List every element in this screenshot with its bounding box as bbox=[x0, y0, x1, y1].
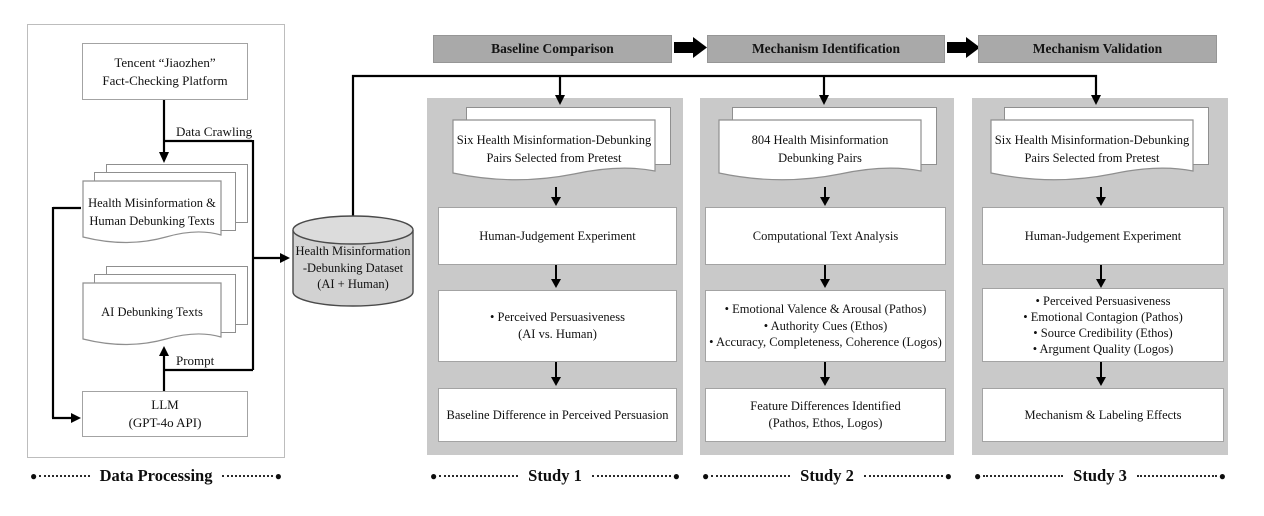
human-docs-text: Health Misinformation & Human Debunking … bbox=[88, 196, 216, 229]
phase-bar-mechanism-validation: Mechanism Validation bbox=[978, 35, 1217, 63]
study3-measures-box: • Perceived Persuasiveness • Emotional C… bbox=[982, 288, 1224, 362]
phase-bar-baseline-comparison: Baseline Comparison bbox=[433, 35, 672, 63]
ai-docs-page1 bbox=[82, 282, 222, 346]
llm-box: LLM (GPT-4o API) bbox=[82, 391, 248, 437]
dotted-leader bbox=[222, 475, 273, 477]
dotted-leader bbox=[983, 475, 1064, 477]
ai-docs-text: AI Debunking Texts bbox=[101, 305, 203, 319]
prompt-label: Prompt bbox=[176, 353, 215, 368]
bullet-right: ● bbox=[944, 469, 952, 483]
study1-measures-box: • Perceived Persuasiveness (AI vs. Human… bbox=[438, 290, 677, 362]
study1-doc-text: Six Health Misinformation-Debunking Pair… bbox=[456, 133, 652, 166]
data-crawling-label: Data Crawling bbox=[176, 124, 253, 139]
study3-doc-text: Six Health Misinformation-Debunking Pair… bbox=[994, 133, 1190, 166]
bullet-left: ● bbox=[430, 469, 438, 483]
platform-label-line2: Fact-Checking Platform bbox=[102, 72, 228, 88]
dotted-leader bbox=[39, 475, 90, 477]
phase-bar-mechanism-identification: Mechanism Identification bbox=[707, 35, 945, 63]
study2-doc-page1 bbox=[718, 119, 922, 181]
bullet-left: ● bbox=[702, 469, 710, 483]
study3-doc-page1 bbox=[990, 119, 1194, 181]
study2-measures-box: • Emotional Valence & Arousal (Pathos) •… bbox=[705, 290, 946, 362]
study1-doc-page1 bbox=[452, 119, 656, 181]
bullet-right: ● bbox=[672, 469, 680, 483]
human-docs-page1 bbox=[82, 180, 222, 244]
section-label-study2: ● Study 2 ● bbox=[702, 466, 952, 485]
study3-method-box: Human-Judgement Experiment bbox=[982, 207, 1224, 265]
section-label-data-processing: ● Data Processing ● bbox=[30, 466, 283, 485]
dotted-leader bbox=[711, 475, 791, 477]
dataset-cylinder bbox=[292, 215, 414, 307]
dotted-leader bbox=[863, 475, 943, 477]
section-label-study1: ● Study 1 ● bbox=[430, 466, 680, 485]
platform-label-line1: Tencent “Jiaozhen” bbox=[114, 54, 216, 70]
bullet-right: ● bbox=[1218, 469, 1226, 483]
study1-method-box: Human-Judgement Experiment bbox=[438, 207, 677, 265]
study1-outcome-box: Baseline Difference in Perceived Persuas… bbox=[438, 388, 677, 442]
dotted-leader bbox=[1136, 475, 1217, 477]
dotted-leader bbox=[439, 475, 519, 477]
section-label-study3: ● Study 3 ● bbox=[974, 466, 1226, 485]
bullet-right: ● bbox=[274, 469, 283, 483]
bullet-left: ● bbox=[30, 469, 38, 483]
study3-outcome-box: Mechanism & Labeling Effects bbox=[982, 388, 1224, 442]
study2-method-box: Computational Text Analysis bbox=[705, 207, 946, 265]
fact-checking-platform-box: Tencent “Jiaozhen” Fact-Checking Platfor… bbox=[82, 43, 248, 100]
dataset-cylinder-text: Health Misinformation -Debunking Dataset… bbox=[295, 244, 411, 292]
study2-outcome-box: Feature Differences Identified (Pathos, … bbox=[705, 388, 946, 442]
dotted-leader bbox=[591, 475, 671, 477]
bullet-left: ● bbox=[974, 469, 982, 483]
study2-doc-text: 804 Health Misinformation Debunking Pair… bbox=[751, 133, 889, 166]
